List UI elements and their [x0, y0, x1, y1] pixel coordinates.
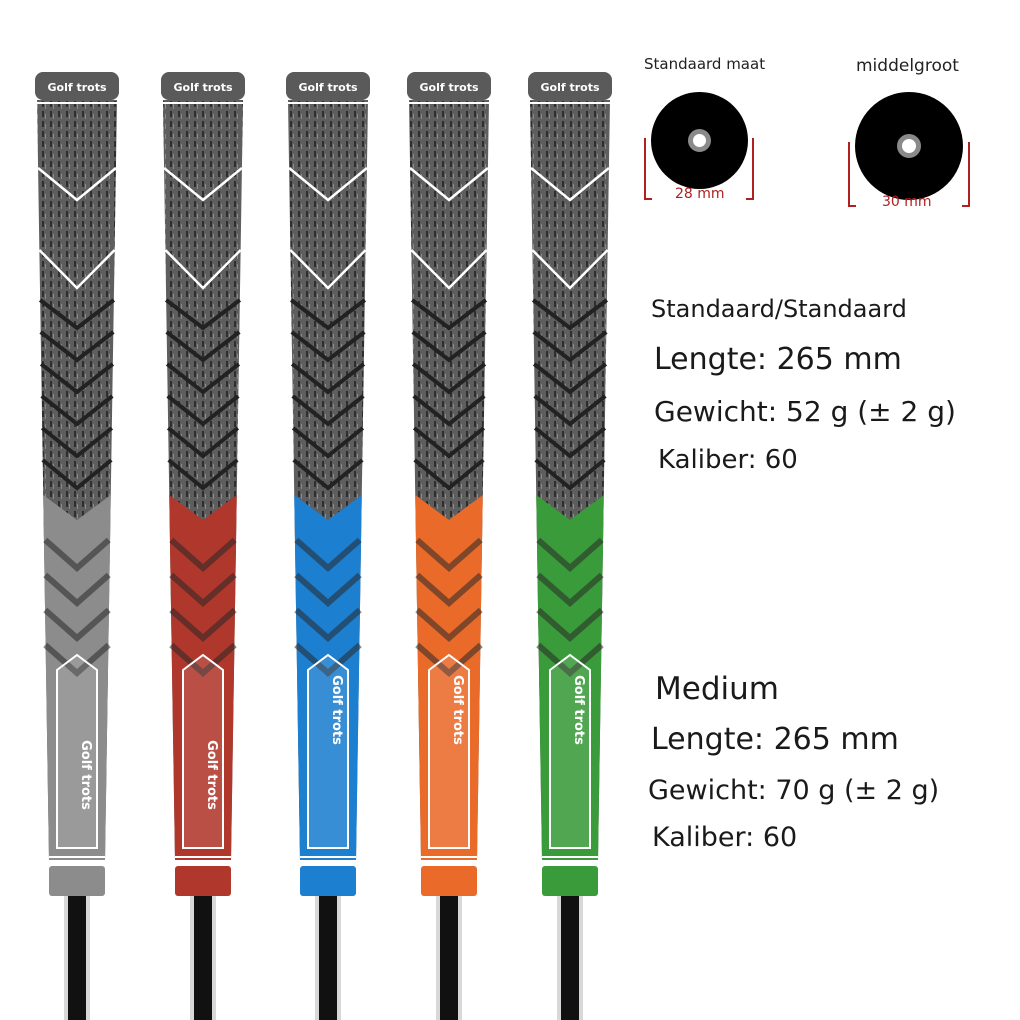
brand-logo-panel: Golf trots — [204, 740, 219, 810]
chevron-stripe — [163, 167, 243, 202]
midsize-grip-cross-section — [855, 92, 963, 200]
label-panel — [56, 653, 98, 849]
spec-caliber: Kaliber: 60 — [652, 822, 798, 853]
grip-collar — [49, 866, 105, 896]
dimension-bracket-right — [746, 138, 754, 200]
spec-weight: Gewicht: 70 g (± 2 g) — [648, 775, 940, 806]
brand-logo-cap: Golf trots — [47, 81, 106, 94]
grip-collar — [175, 866, 231, 896]
spec-caliber: Kaliber: 60 — [658, 445, 798, 475]
dimension-bracket-left — [644, 138, 652, 200]
chevron-stripe — [530, 167, 610, 202]
label-panel — [307, 653, 349, 849]
chevron-stripe — [289, 249, 367, 290]
chevron-stripe — [37, 167, 117, 202]
dimension-bracket-left — [848, 142, 856, 207]
chevron-stripe — [409, 167, 489, 202]
brand-logo-panel: Golf trots — [571, 675, 586, 745]
chevron-stripe — [38, 249, 116, 290]
grip-cap — [407, 72, 491, 100]
brand-logo-panel: Golf trots — [450, 675, 465, 745]
chevron-stripe — [164, 249, 242, 290]
spec-length: Lengte: 265 mm — [651, 722, 899, 757]
standard-diameter: 28 mm — [675, 186, 725, 202]
chevron-stripe — [531, 249, 609, 290]
grip-collar — [421, 866, 477, 896]
chevron-stripe — [288, 167, 368, 202]
spec-length: Lengte: 265 mm — [654, 342, 902, 377]
specs-heading: Standaard/Standaard — [651, 295, 907, 323]
brand-logo-panel: Golf trots — [78, 740, 93, 810]
specs-heading: Medium — [655, 671, 779, 707]
brand-logo-cap: Golf trots — [173, 81, 232, 94]
grip-collar — [300, 866, 356, 896]
midsize-diameter: 30 mm — [882, 194, 932, 210]
grip-cap — [528, 72, 612, 100]
brand-logo-panel: Golf trots — [329, 675, 344, 745]
grip-cap — [286, 72, 370, 100]
brand-logo-cap: Golf trots — [540, 81, 599, 94]
brand-logo-cap: Golf trots — [419, 81, 478, 94]
grip-collar — [542, 866, 598, 896]
grip-cap — [161, 72, 245, 100]
brand-logo-cap: Golf trots — [298, 81, 357, 94]
standard-size-label: Standaard maat — [644, 55, 766, 73]
standard-grip-cross-section — [651, 92, 748, 189]
spec-weight: Gewicht: 52 g (± 2 g) — [654, 395, 956, 428]
midsize-label: middelgroot — [856, 56, 959, 76]
label-panel — [182, 653, 224, 849]
grip-cap — [35, 72, 119, 100]
label-panel — [428, 653, 470, 849]
dimension-bracket-right — [962, 142, 970, 207]
chevron-stripe — [410, 249, 488, 290]
label-panel — [549, 653, 591, 849]
